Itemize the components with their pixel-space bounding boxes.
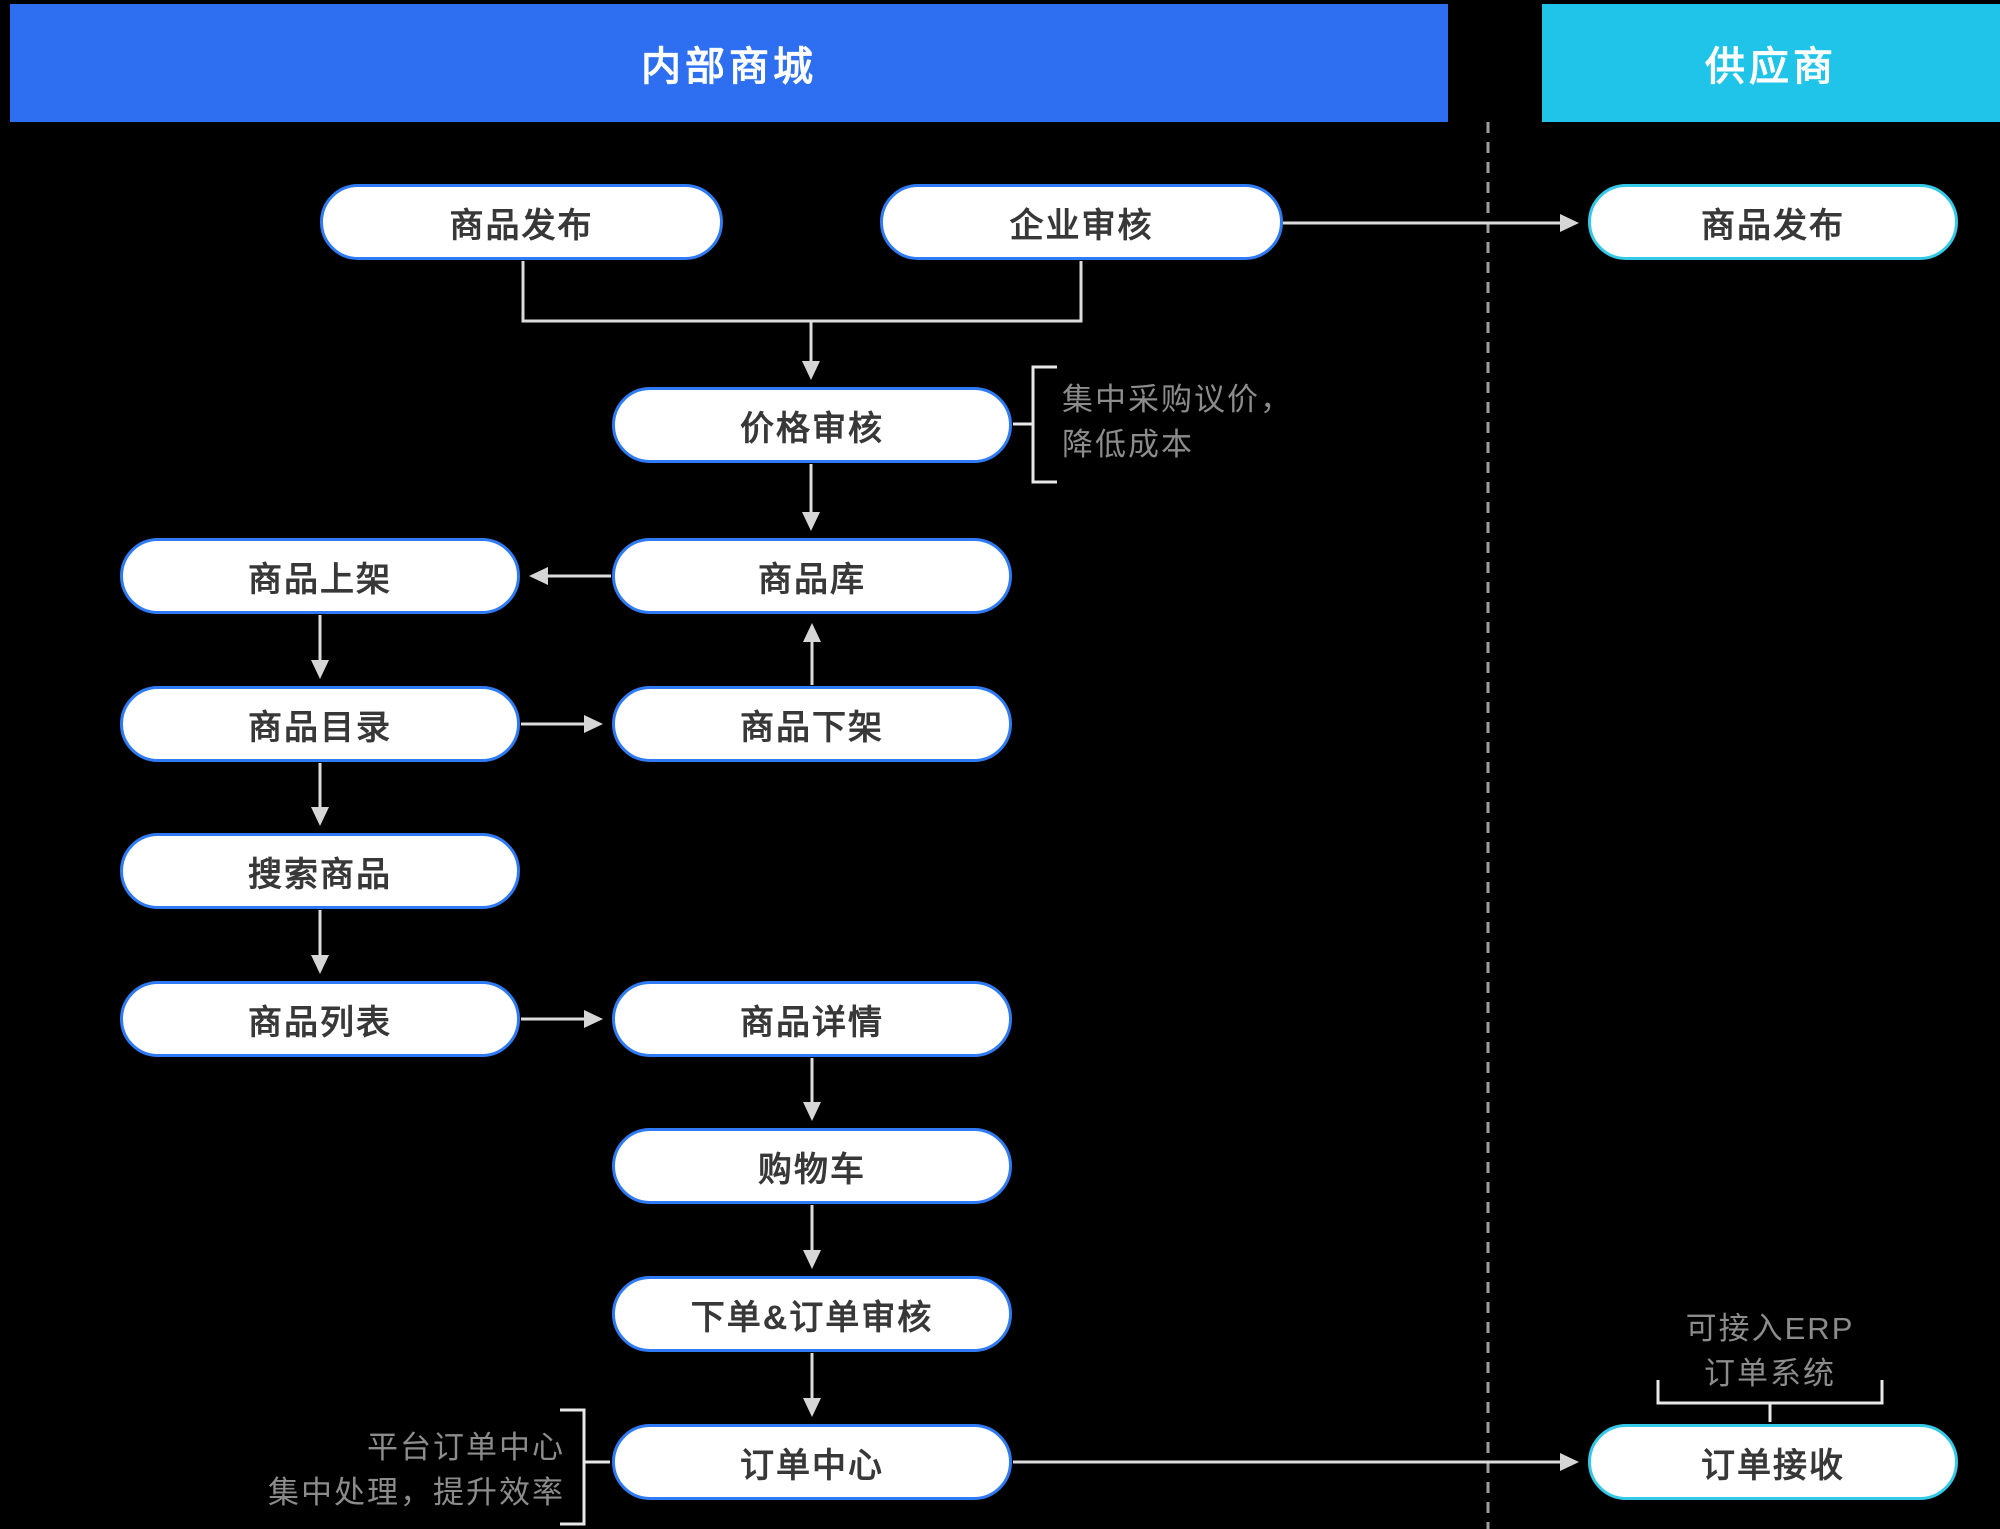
node-product-off-shelf: 商品下架 (612, 686, 1012, 762)
annotation-line: 可接入ERP (1685, 1311, 1855, 1346)
annotation-line: 集中处理，提升效率 (268, 1475, 565, 1510)
node-price-review: 价格审核 (612, 387, 1012, 463)
annotation-line: 平台订单中心 (367, 1430, 565, 1465)
node-shopping-cart: 购物车 (612, 1128, 1012, 1204)
annotation-line: 降低成本 (1062, 427, 1194, 462)
node-order-center: 订单中心 (612, 1424, 1012, 1500)
lane-header-supplier: 供应商 (1542, 4, 2000, 122)
lane-header-internal-mall: 内部商城 (10, 4, 1448, 122)
annotation-line: 订单系统 (1704, 1356, 1836, 1391)
node-product-catalog: 商品目录 (120, 686, 520, 762)
node-place-order-and-review: 下单&订单审核 (612, 1276, 1012, 1352)
annotation-platform-order-center: 平台订单中心 集中处理，提升效率 (180, 1425, 565, 1515)
node-product-list: 商品列表 (120, 981, 520, 1057)
node-product-library: 商品库 (612, 538, 1012, 614)
annotation-erp-integration: 可接入ERP 订单系统 (1620, 1306, 1920, 1396)
node-enterprise-review: 企业审核 (880, 184, 1283, 260)
node-product-search: 搜索商品 (120, 833, 520, 909)
price-note-bracket (1031, 365, 1057, 484)
connector-publish-review-join (521, 261, 1083, 323)
node-product-detail: 商品详情 (612, 981, 1012, 1057)
node-product-publish-internal: 商品发布 (320, 184, 723, 260)
node-order-receive: 订单接收 (1588, 1424, 1958, 1500)
annotation-centralized-purchasing: 集中采购议价， 降低成本 (1062, 377, 1293, 467)
node-product-publish-supplier: 商品发布 (1588, 184, 1958, 260)
node-product-on-shelf: 商品上架 (120, 538, 520, 614)
annotation-line: 集中采购议价， (1062, 382, 1293, 417)
